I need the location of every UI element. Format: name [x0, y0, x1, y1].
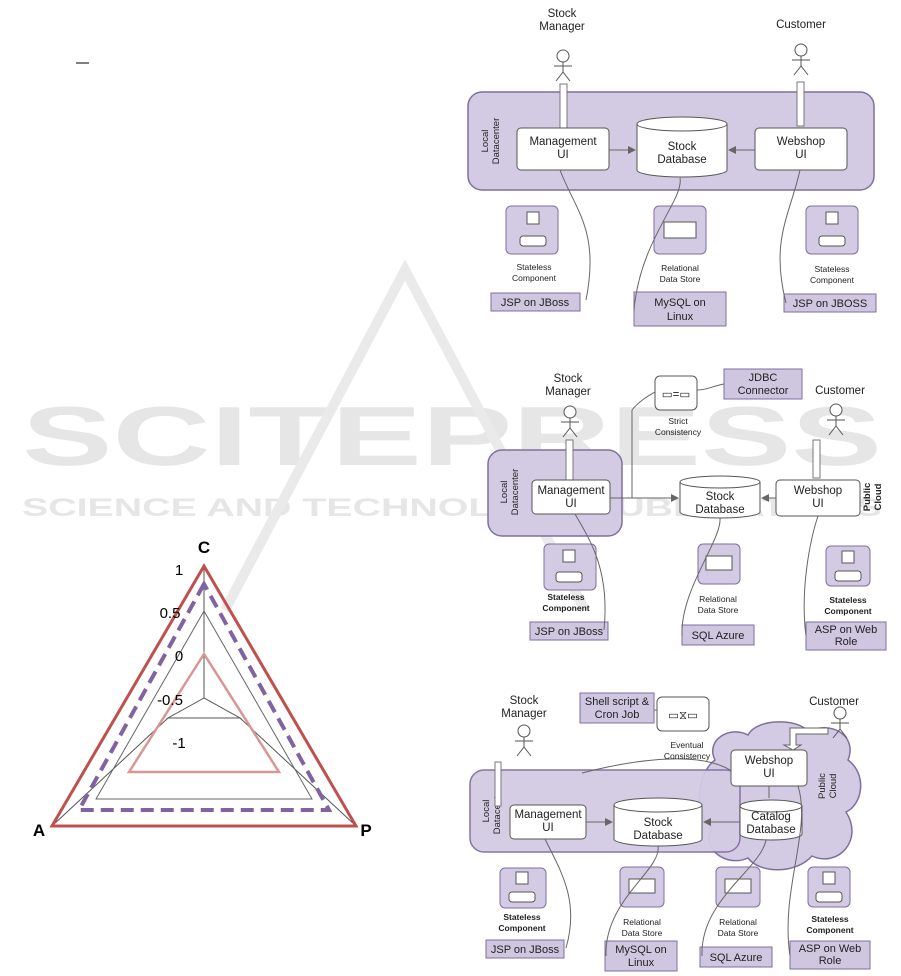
- d2-customer-label: Customer: [815, 385, 865, 397]
- d1-jsp-jboss-caps-tag: [783, 293, 877, 313]
- d3-jsp-jboss-tag: [485, 939, 565, 959]
- d2-jsp-jboss-label: JSP on JBoss: [535, 626, 604, 638]
- radar-series-dashed: [75, 579, 333, 812]
- radar-grid-inner: [166, 697, 242, 719]
- d1-webshop-ui: [754, 127, 848, 171]
- radar-series-outer: [49, 563, 359, 828]
- d3-catalog-database: [739, 799, 803, 841]
- svg-text:▭⧖▭: ▭⧖▭: [668, 710, 698, 722]
- d3-stock-manager-actor: [515, 724, 533, 757]
- radar-tick-minus-1: -1: [172, 735, 185, 752]
- d2-stock-database: [679, 475, 761, 519]
- d1-local-datacenter-label: LocalDatacenter: [480, 118, 502, 164]
- d2-sql-azure-label: SQL Azure: [692, 630, 745, 642]
- radar-axis-a: A: [33, 821, 45, 840]
- radar-chart: C A P 1 0.5 0 -0.5 -1: [33, 538, 372, 840]
- radar-series-inner: [126, 651, 282, 774]
- d1-sm-connector: [559, 83, 568, 129]
- d3-mysql-linux-tag: [604, 940, 678, 972]
- d1-mysql-linux-tag: [633, 291, 727, 327]
- watermark-title: SCITEPRESS: [22, 389, 882, 483]
- radar-axis-p: P: [360, 821, 371, 840]
- d3-asp-webrole-tag: [789, 940, 871, 970]
- d1-stock-database: [636, 116, 728, 178]
- d2-stock-manager-actor: [561, 405, 579, 438]
- d3-customer-label: Customer: [809, 696, 859, 708]
- radar-tick-1: 1: [175, 562, 183, 579]
- radar-tick-minus-0.5: -0.5: [157, 692, 183, 709]
- d2-strict-consistency-icon: [654, 375, 698, 411]
- d3-shell-cron-tag: [579, 692, 655, 724]
- radar-spoke-a: [51, 717, 169, 827]
- radar-tick-0.5: 0.5: [160, 605, 181, 622]
- d3-sql-azure-label: SQL Azure: [710, 952, 763, 964]
- d2-asp-webrole-tag: [805, 621, 887, 651]
- svg-text:▭=▭: ▭=▭: [662, 389, 691, 401]
- d1-jsp-jboss-label: JSP on JBoss: [501, 297, 570, 309]
- d3-customer-actor: [831, 706, 849, 739]
- d2-customer-actor: [827, 403, 845, 436]
- d2-jdbc-connector-tag: [723, 368, 803, 400]
- radar-grid-05: [95, 609, 313, 800]
- d1-management-ui: [516, 127, 610, 171]
- d1-customer-label: Customer: [776, 19, 826, 31]
- d3-jsp-jboss-label: JSP on JBoss: [491, 944, 560, 956]
- watermark: SCITEPRESS SCIENCE AND TECHNOLOGY PUBLIC…: [22, 259, 882, 613]
- d2-management-ui: [531, 479, 611, 515]
- d2-jsp-jboss-tag: [529, 621, 609, 641]
- d3-public-cloud-label: PublicCloud: [817, 773, 839, 799]
- d3-eventual-consistency-icon: [656, 696, 710, 732]
- d3-stock-database: [613, 797, 703, 847]
- d3-local-datacenter-label: LocalDatacenter: [481, 788, 503, 834]
- d2-public-cloud-label: PublicCloud: [862, 483, 884, 512]
- d3-sql-azure-tag: [699, 946, 773, 968]
- radar-tick-0: 0: [175, 648, 183, 665]
- d3-shell-cron-label: Shell script &Cron Job: [585, 696, 650, 721]
- d2-local-datacenter-label: LocalDatacenter: [499, 469, 521, 515]
- d1-jsp-jboss-caps-label: JSP on JBOSS: [793, 298, 867, 310]
- radar-spoke-p: [239, 717, 357, 827]
- radar-axis-c: C: [198, 538, 210, 557]
- d1-cust-connector: [796, 81, 805, 127]
- d1-jsp-jboss-tag: [490, 292, 581, 312]
- d1-customer-actor: [792, 43, 810, 76]
- d1-stock-manager-actor: [554, 49, 572, 82]
